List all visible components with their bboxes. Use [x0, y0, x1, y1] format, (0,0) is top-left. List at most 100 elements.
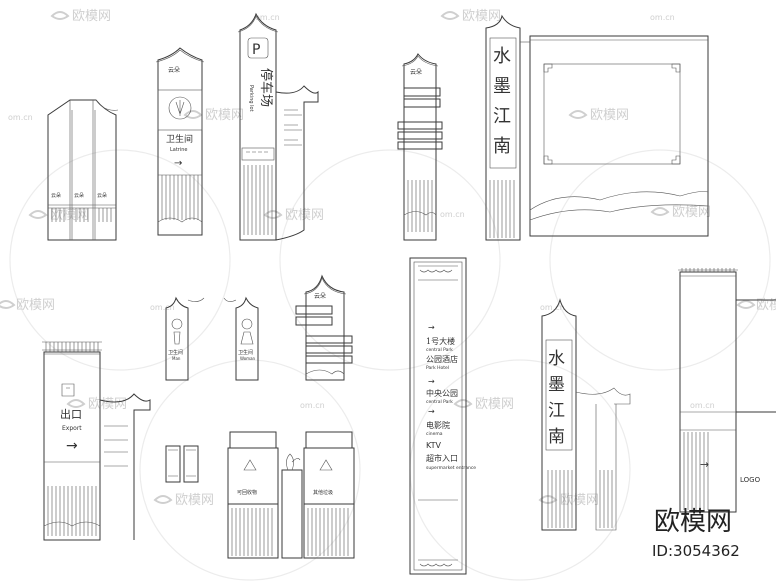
ink-char-3: 江	[493, 106, 511, 127]
watermark-row5-left: 欧模网	[153, 493, 214, 508]
brand-mark: 云朵	[168, 67, 180, 74]
exit-icon	[61, 383, 75, 397]
sign-bollards	[165, 445, 199, 483]
watermark-row3-right: 欧模网	[736, 298, 776, 313]
directory-item-1-en: central Park	[426, 347, 453, 353]
cloud-logo-icon	[568, 110, 588, 119]
toilet-small-cn: 卫生间	[168, 349, 183, 356]
watermark-id: ID:3054362	[652, 542, 740, 560]
arrow-right-icon: →	[428, 377, 435, 386]
parking-label-en: Parking lot	[248, 85, 254, 112]
watermark-site: om.cn	[440, 210, 465, 219]
trash-bin-recyclable: 可回收物	[227, 431, 279, 559]
directory-item-3-cn: 中央公园	[426, 388, 458, 398]
watermark-row4-left: 欧模网	[66, 397, 127, 412]
watermark-group: 欧模网 om.cn 欧模网 om.cn om.cn 欧模网 欧模网 欧模网 欧模…	[0, 9, 776, 508]
cloud-logo-icon	[650, 207, 670, 216]
ink-char-2: 墨	[493, 76, 511, 97]
watermark-row2-mid: 欧模网	[263, 208, 324, 223]
watermark-brand: 欧模网	[88, 397, 127, 412]
directory-item-4-en: cinema	[426, 431, 443, 437]
cloud-logo-icon	[453, 399, 473, 408]
cloud-logo-icon	[440, 11, 460, 20]
watermark-site: om.cn	[300, 401, 325, 410]
trash-bin-other: 其他垃圾	[303, 431, 355, 559]
watermark-top-middle: 欧模网	[440, 9, 501, 24]
sign-directory-column: → 1号大楼 central Park 公园酒店 Park Hotel → 中央…	[409, 257, 476, 575]
toilet-small-en: Woman	[240, 356, 256, 361]
toilet-small-cn: 卫生间	[238, 349, 253, 356]
directory-item-6-en: supermarket entrance	[426, 465, 476, 471]
logo-placeholder: LOGO	[740, 476, 761, 484]
arrow-right-icon: →	[428, 407, 435, 416]
watermark-brand: 欧模网	[175, 493, 214, 508]
cloud-logo-icon	[66, 399, 86, 408]
sign-toilet-small-right: 卫生间 Woman	[223, 296, 259, 381]
sign-parking: P 停车场 Parking lot	[237, 12, 319, 241]
watermark-site: om.cn	[150, 303, 175, 312]
sign-directional-planks: 云朵	[397, 53, 443, 241]
watermark-corner: 欧模网 ID:3054362	[652, 507, 740, 560]
cloud-logo-icon	[50, 11, 70, 20]
directory-item-2-cn: 公园酒店	[426, 354, 458, 364]
bin-label-other: 其他垃圾	[313, 489, 333, 496]
watermark-brand: 欧模网	[672, 205, 711, 220]
brand-mark: 云朵	[74, 193, 84, 199]
cloud-logo-icon	[183, 110, 203, 119]
watermark-brand: 欧模网	[756, 298, 776, 313]
watermark-brand: 欧模网	[16, 298, 55, 313]
watermark-row4-mid: 欧模网	[453, 397, 514, 412]
directory-item-6-cn: 超市入口	[426, 453, 458, 463]
sign-planks-medium: 云朵	[295, 274, 353, 381]
watermark-mid-left: 欧模网	[183, 108, 244, 123]
watermark-brand: 欧模网	[72, 9, 111, 24]
ink-char-1: 水	[548, 349, 565, 369]
toilet-label-cn: 卫生间	[166, 133, 193, 145]
cloud-logo-icon	[263, 210, 283, 219]
brand-mark: 云朵	[410, 69, 422, 76]
arrow-right-icon: →	[428, 323, 435, 332]
ink-char-4: 南	[548, 427, 565, 447]
watermark-site: om.cn	[8, 113, 33, 122]
sign-ink-panel-small: 水 墨 江 南	[541, 298, 631, 531]
recycle-icon	[319, 459, 333, 471]
toilet-small-en: Man	[172, 356, 181, 361]
recycle-icon	[243, 459, 257, 471]
ink-char-4: 南	[493, 136, 511, 157]
watermark-brand-large: 欧模网	[654, 507, 732, 537]
watermark-site: om.cn	[540, 303, 565, 312]
watermark-mid-right: 欧模网	[568, 108, 629, 123]
sign-toilet-small-left: 卫生间 Man	[165, 296, 205, 381]
directory-item-1-cn: 1号大楼	[426, 336, 455, 346]
ink-char-2: 墨	[548, 375, 565, 395]
watermark-brand: 欧模网	[590, 108, 629, 123]
watermark-top-left: 欧模网	[50, 9, 111, 24]
brand-mark: 云朵	[314, 293, 326, 300]
watermark-brand: 欧模网	[475, 397, 514, 412]
toilet-label-en: Latrine	[170, 147, 188, 153]
bin-label-recyclable: 可回收物	[237, 489, 257, 496]
trash-bins: 可回收物 其他垃圾	[227, 431, 355, 559]
watermark-row2-right: 欧模网	[650, 205, 711, 220]
directory-item-5: KTV	[426, 441, 442, 450]
arrow-right-icon: →	[66, 438, 78, 454]
watermark-site: om.cn	[255, 13, 280, 22]
ink-char-3: 江	[548, 401, 565, 421]
watermark-brand: 欧模网	[285, 208, 324, 223]
arrow-right-icon: →	[700, 458, 709, 471]
watermark-site: om.cn	[690, 401, 715, 410]
directory-item-4-cn: 电影院	[426, 420, 450, 430]
sign-exit: 出口 Export →	[42, 341, 151, 541]
man-icon	[171, 318, 183, 330]
parking-label-cn: 停车场	[258, 68, 274, 107]
arrow-right-icon: →	[174, 158, 182, 169]
cloud-logo-icon	[28, 210, 48, 219]
directory-item-3-en: central Park	[426, 399, 453, 405]
sign-logo-tower: → LOGO	[678, 268, 776, 513]
directory-item-2-en: Park Hotel	[426, 365, 449, 371]
parking-glyph: P	[252, 42, 260, 58]
watermark-brand: 欧模网	[560, 493, 599, 508]
watermark-brand: 欧模网	[462, 9, 501, 24]
ink-char-1: 水	[493, 46, 511, 67]
